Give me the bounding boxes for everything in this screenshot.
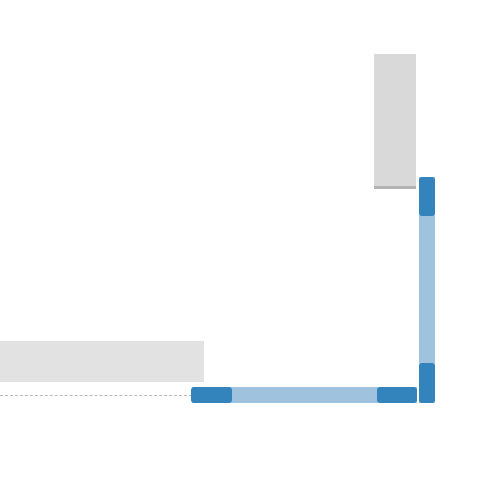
vertical-panel-bottom-edge — [374, 186, 416, 189]
horizontal-resize-track[interactable] — [192, 387, 417, 403]
horizontal-panel — [0, 341, 204, 382]
vertical-resize-track[interactable] — [419, 177, 435, 403]
vertical-bottom-handle[interactable] — [419, 363, 435, 403]
dashed-guide-line — [0, 395, 192, 396]
horizontal-end-handle[interactable] — [377, 387, 417, 403]
vertical-top-handle[interactable] — [419, 177, 435, 216]
horizontal-start-handle[interactable] — [191, 387, 232, 403]
vertical-panel — [374, 54, 416, 186]
